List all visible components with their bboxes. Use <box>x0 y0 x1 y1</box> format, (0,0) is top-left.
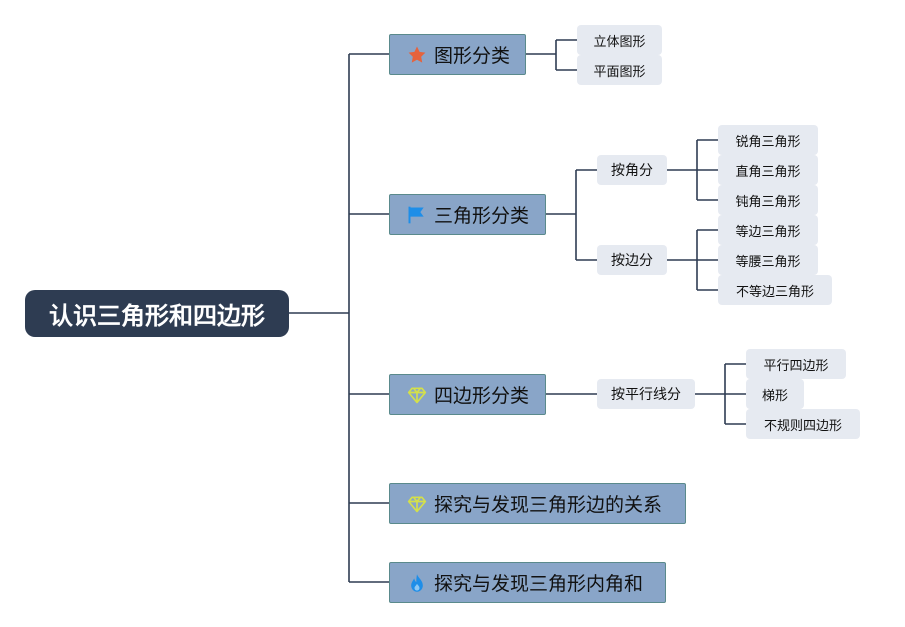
branch-label: 图形分类 <box>434 45 511 67</box>
leaf-isosceles-triangle[interactable]: 等腰三角形 <box>718 245 818 275</box>
branch-label: 四边形分类 <box>434 385 530 407</box>
sub-label: 按角分 <box>611 163 653 179</box>
leaf-label: 等腰三角形 <box>735 254 801 270</box>
root-topic[interactable]: 认识三角形和四边形 <box>25 290 289 337</box>
sub-by-angle[interactable]: 按角分 <box>597 155 667 185</box>
branch-triangle-angle-sum[interactable]: 探究与发现三角形内角和 <box>389 562 666 603</box>
sub-by-parallel-lines[interactable]: 按平行线分 <box>597 379 695 409</box>
leaf-label: 梯形 <box>761 388 788 404</box>
leaf-solid-shapes[interactable]: 立体图形 <box>577 25 662 55</box>
branch-label: 探究与发现三角形内角和 <box>434 573 644 595</box>
diamond-icon <box>406 384 428 406</box>
leaf-parallelogram[interactable]: 平行四边形 <box>746 349 846 379</box>
sub-by-side[interactable]: 按边分 <box>597 245 667 275</box>
leaf-label: 不规则四边形 <box>763 418 842 434</box>
branch-shape-classification[interactable]: 图形分类 <box>389 34 526 75</box>
leaf-label: 不等边三角形 <box>735 284 814 300</box>
leaf-plane-shapes[interactable]: 平面图形 <box>577 55 662 85</box>
leaf-scalene-triangle[interactable]: 不等边三角形 <box>718 275 832 305</box>
leaf-label: 平面图形 <box>593 64 646 80</box>
diamond-icon <box>406 493 428 515</box>
leaf-label: 平行四边形 <box>763 358 829 374</box>
branch-label: 三角形分类 <box>434 205 530 227</box>
leaf-right-triangle[interactable]: 直角三角形 <box>718 155 818 185</box>
star-icon <box>406 44 428 66</box>
leaf-label: 等边三角形 <box>735 224 801 240</box>
sub-label: 按边分 <box>611 253 653 269</box>
leaf-equilateral-triangle[interactable]: 等边三角形 <box>718 215 818 245</box>
leaf-label: 直角三角形 <box>735 164 801 180</box>
leaf-acute-triangle[interactable]: 锐角三角形 <box>718 125 818 155</box>
sub-label: 按平行线分 <box>611 387 681 403</box>
branch-quadrilateral-classification[interactable]: 四边形分类 <box>389 374 546 415</box>
flame-icon <box>406 572 428 594</box>
flag-icon <box>406 204 428 226</box>
leaf-label: 锐角三角形 <box>735 134 801 150</box>
leaf-label: 立体图形 <box>593 34 646 50</box>
root-topic-label: 认识三角形和四边形 <box>49 302 265 330</box>
branch-label: 探究与发现三角形边的关系 <box>434 494 663 516</box>
leaf-obtuse-triangle[interactable]: 钝角三角形 <box>718 185 818 215</box>
branch-triangle-classification[interactable]: 三角形分类 <box>389 194 546 235</box>
leaf-label: 钝角三角形 <box>735 194 801 210</box>
leaf-irregular-quadrilateral[interactable]: 不规则四边形 <box>746 409 860 439</box>
leaf-trapezoid[interactable]: 梯形 <box>746 379 804 409</box>
branch-triangle-side-relation[interactable]: 探究与发现三角形边的关系 <box>389 483 686 524</box>
